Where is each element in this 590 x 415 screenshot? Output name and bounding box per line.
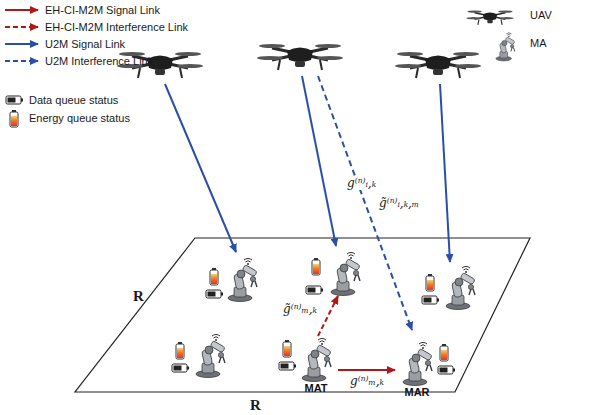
machine-arm: MAT — [296, 334, 336, 396]
node-label: MAT — [296, 382, 336, 395]
legend-text: Data queue status — [29, 94, 118, 107]
channel-label: g̃⁽ⁿ⁾ᵢ,ₖ,ₘ — [378, 196, 420, 210]
robot-icon — [397, 338, 437, 386]
signal-link — [338, 369, 395, 371]
dimension-label: R — [133, 288, 144, 304]
dimension-label: R — [250, 397, 261, 413]
legend-text: UAV — [530, 9, 552, 22]
legend-text: EH-CI-M2M Signal Link — [45, 4, 160, 17]
channel-label: g̃⁽ⁿ⁾ₘ,ₖ — [282, 302, 318, 316]
machine-arm: MAR — [397, 338, 437, 400]
robot-icon — [296, 334, 336, 382]
node-label: MAR — [397, 386, 437, 399]
legend-text: EH-CI-M2M Interference Link — [45, 21, 188, 34]
legend-text: U2M Interference Link — [45, 55, 153, 68]
legend-text: U2M Signal Link — [45, 38, 125, 51]
legend-text: Energy queue status — [29, 112, 130, 125]
legend-text: MA — [530, 37, 547, 50]
channel-label: g⁽ⁿ⁾ₘ,ₖ — [349, 374, 385, 388]
channel-label: g⁽ⁿ⁾ᵢ,ₖ — [346, 176, 377, 190]
